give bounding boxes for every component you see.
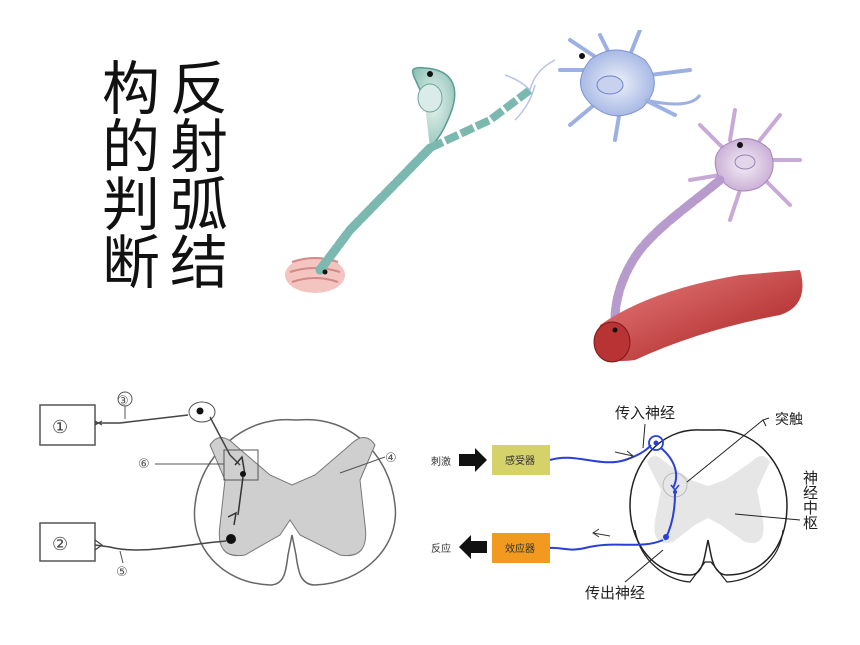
label-1: ① <box>52 417 68 438</box>
effector-label: 效应器 <box>505 542 535 555</box>
label-3: ③ <box>117 394 129 409</box>
stimulus-label: 刺激 <box>431 455 451 468</box>
title-column-1: 反射弧结 <box>160 58 228 290</box>
gray-matter <box>209 437 376 557</box>
label-2: ② <box>52 534 68 555</box>
efferent-nerve-label: 传出神经 <box>585 584 645 602</box>
receptor-box <box>492 445 550 475</box>
afferent-nerve-line <box>549 444 652 464</box>
gray-matter-right <box>647 456 770 544</box>
receptor-label: 感受器 <box>505 454 535 467</box>
interneuron <box>504 30 702 142</box>
response-label: 反应 <box>431 542 451 555</box>
box-2 <box>39 522 96 562</box>
reflex-arc-diagram-right: 刺激 感受器 反应 效应器 传入神经 传出神经 突触 神经中枢 <box>431 404 819 602</box>
muscle-tissue <box>593 270 803 363</box>
label-4: ④ <box>385 451 397 466</box>
effector-box <box>492 533 550 563</box>
response-arrow <box>459 535 487 559</box>
neuron-illustration <box>285 30 803 363</box>
label-5: ⑤ <box>116 565 128 580</box>
stimulus-arrow <box>459 448 487 472</box>
efferent-nerve-line <box>549 539 664 551</box>
center-label: 神经中枢 <box>801 470 819 530</box>
label-6: ⑥ <box>138 457 150 472</box>
reflex-arc-diagram-left: ① ② ③ ④ ⑤ ⑥ <box>39 391 397 586</box>
afferent-nerve-label: 传入神经 <box>615 404 675 422</box>
title-column-2: 构的判断 <box>92 58 160 290</box>
motor-neuron <box>610 108 802 325</box>
skin-receptor <box>285 257 345 293</box>
synapse-label: 突触 <box>775 412 803 428</box>
sensory-neuron <box>315 66 533 275</box>
